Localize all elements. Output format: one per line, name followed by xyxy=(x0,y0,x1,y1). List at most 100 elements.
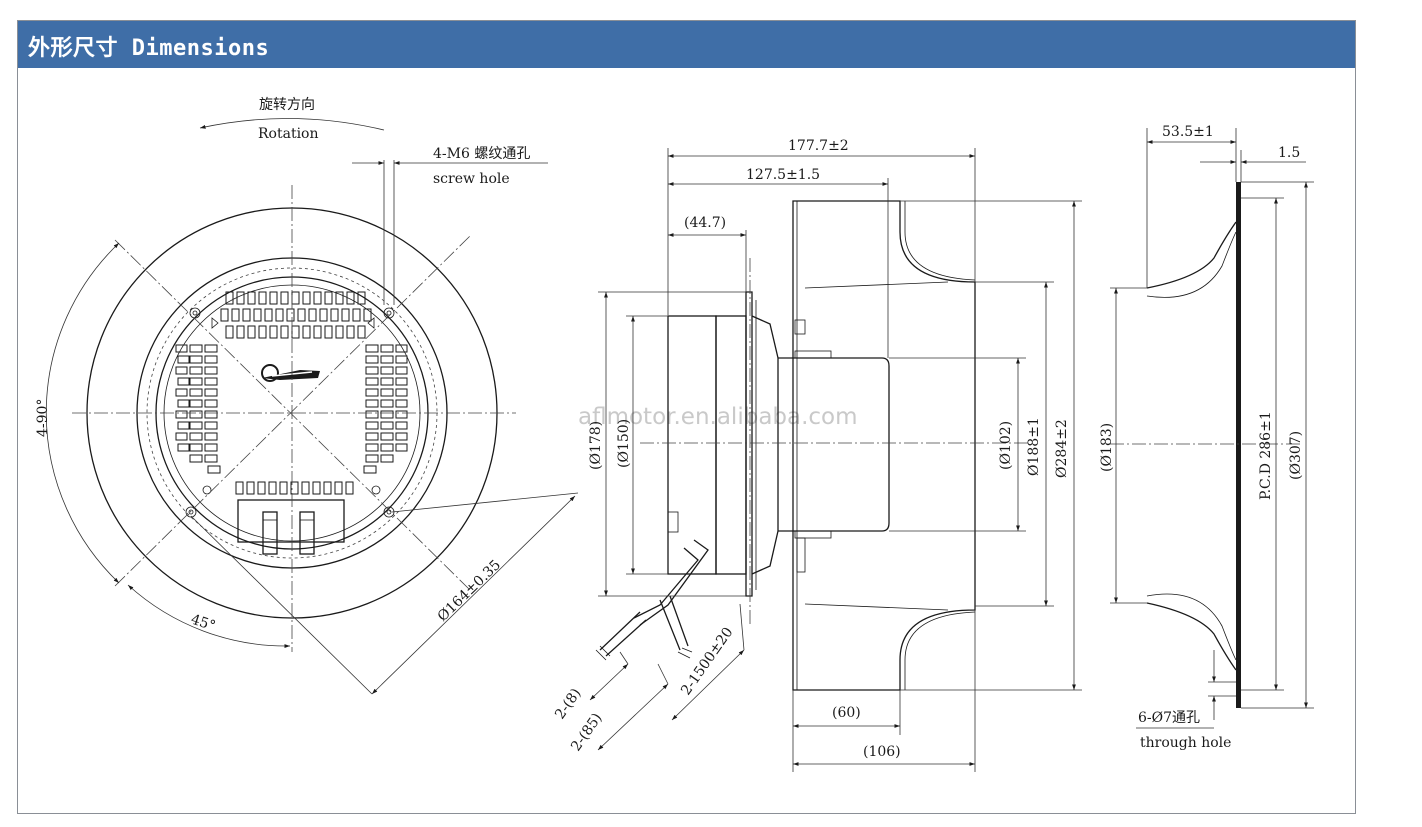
section-title: 外形尺寸 Dimensions xyxy=(28,36,270,61)
len-127-label: 127.5±1.5 xyxy=(746,167,820,183)
vent-slot xyxy=(380,410,394,419)
vent-slot xyxy=(380,432,394,441)
vent-slot xyxy=(220,308,229,322)
dia-150-label: (Ø150) xyxy=(616,419,632,468)
vent-slot xyxy=(380,454,394,463)
dia-284-label: Ø284±2 xyxy=(1054,419,1070,478)
vent-slot xyxy=(363,308,372,322)
pcd-286-label: P.C.D 286±1 xyxy=(1258,411,1274,500)
vent-slot xyxy=(290,481,299,495)
vent-slot xyxy=(363,465,377,474)
vent-slot xyxy=(236,291,245,305)
vent-slot xyxy=(189,443,203,452)
vent-slot xyxy=(323,481,332,495)
vent-slot xyxy=(175,344,188,353)
vent-slot xyxy=(395,388,408,397)
vent-slot xyxy=(258,291,267,305)
vent-slot xyxy=(335,325,344,339)
vent-slot xyxy=(395,399,408,408)
vent-slot xyxy=(225,291,234,305)
vent-slot xyxy=(313,291,322,305)
vent-slot xyxy=(258,325,267,339)
vent-slot xyxy=(380,344,394,353)
vent-slot xyxy=(247,325,256,339)
vent-slots xyxy=(175,291,408,495)
vent-slot xyxy=(365,399,379,408)
vent-slot xyxy=(301,481,310,495)
vent-slot xyxy=(189,454,203,463)
vent-slot xyxy=(357,325,366,339)
vent-slot xyxy=(204,366,218,375)
impeller-outline xyxy=(792,200,976,691)
vent-slot xyxy=(380,366,394,375)
vent-slot xyxy=(177,443,190,452)
vent-slot xyxy=(275,308,284,322)
ring-profile-top xyxy=(1146,221,1237,289)
vent-slot xyxy=(380,421,394,430)
vent-slot xyxy=(269,291,278,305)
dia-102-label: (Ø102) xyxy=(998,421,1014,470)
dia-178-label: (Ø178) xyxy=(588,421,604,470)
vent-slot xyxy=(264,308,273,322)
vent-slot xyxy=(365,355,379,364)
vent-slot xyxy=(235,481,244,495)
vent-slot xyxy=(395,443,408,452)
vent-slot xyxy=(175,366,188,375)
vent-slot xyxy=(225,325,234,339)
hole-label-cn: 6-Ø7通孔 xyxy=(1138,710,1200,726)
vent-slot xyxy=(352,308,361,322)
vent-slot xyxy=(207,465,221,474)
len-44-label: (44.7) xyxy=(684,215,726,231)
vent-slot xyxy=(341,308,350,322)
vent-slot xyxy=(175,432,188,441)
vent-slot xyxy=(204,377,218,386)
dia-164-label: Ø164±0.35 xyxy=(435,557,504,625)
vent-slot xyxy=(291,325,300,339)
vent-slot xyxy=(357,291,366,305)
vent-slot xyxy=(280,325,289,339)
vent-slot xyxy=(395,344,408,353)
vent-slot xyxy=(269,325,278,339)
angle-45-label: 45° xyxy=(189,612,218,635)
vent-slot xyxy=(189,344,203,353)
vent-slot xyxy=(231,308,240,322)
vent-slot xyxy=(189,355,203,364)
front-view: 旋转方向 Rotation 4-M6 螺纹通孔 screw hole 4-90°… xyxy=(35,97,579,695)
len-60-label: (60) xyxy=(832,705,861,721)
dia-183-label: (Ø183) xyxy=(1099,423,1115,472)
vent-slot xyxy=(177,399,190,408)
vent-slot xyxy=(365,410,379,419)
vent-slot xyxy=(242,308,251,322)
vent-slot xyxy=(365,443,379,452)
vent-slot xyxy=(380,377,394,386)
vent-slot xyxy=(204,399,218,408)
dia-307-label: (Ø307) xyxy=(1288,431,1304,480)
vent-slot xyxy=(365,366,379,375)
vent-slot xyxy=(324,291,333,305)
rotation-label-en: Rotation xyxy=(258,126,319,142)
vent-slot xyxy=(204,410,218,419)
vent-slot xyxy=(319,308,328,322)
vent-slot xyxy=(365,454,379,463)
vent-slot xyxy=(291,291,300,305)
vent-slot xyxy=(395,410,408,419)
vent-slot xyxy=(380,388,394,397)
vent-slot xyxy=(280,291,289,305)
vent-slot xyxy=(395,432,408,441)
vent-slot xyxy=(253,308,262,322)
vent-slot xyxy=(345,481,354,495)
vent-slot xyxy=(346,325,355,339)
vent-slot xyxy=(189,399,203,408)
ring-profile-bottom xyxy=(1146,602,1237,671)
hub xyxy=(778,357,890,532)
vent-slot xyxy=(365,432,379,441)
vent-slot xyxy=(204,443,218,452)
screw-label-en: screw hole xyxy=(433,171,510,187)
rotation-label-cn: 旋转方向 xyxy=(259,97,315,113)
vent-slot xyxy=(395,366,408,375)
vent-slot xyxy=(177,421,190,430)
terminal-box xyxy=(237,499,345,555)
vent-slot xyxy=(312,481,321,495)
vent-slot xyxy=(286,308,295,322)
vent-slot xyxy=(204,421,218,430)
